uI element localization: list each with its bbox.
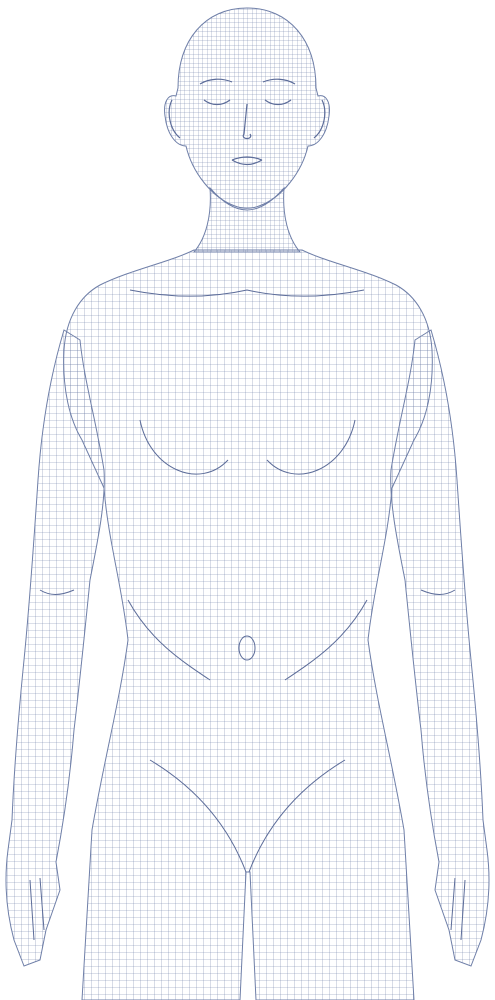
groin-contour [149,759,346,873]
neck [192,186,302,253]
left-eye [203,99,231,106]
clavicle-contour [129,289,365,297]
left-hand-fingers [29,877,45,941]
right-hand-fingers [450,877,466,941]
left-ear [168,99,181,139]
nose [242,103,252,140]
left-arm [5,329,105,967]
body-contours [29,289,466,941]
right-ear [313,99,326,139]
right-chest-contour [266,419,356,475]
left-chest-contour [139,419,229,475]
left-elbow-contour [39,589,75,595]
face-features [168,78,326,166]
mouth [231,156,263,166]
waist-right-contour [284,599,368,681]
navel [238,635,256,661]
right-brow [262,78,296,85]
right-elbow-contour [420,589,456,595]
torso [63,249,433,1000]
right-arm [390,329,490,967]
waist-left-contour [127,599,211,681]
left-brow [199,78,233,85]
right-eye [264,99,292,106]
